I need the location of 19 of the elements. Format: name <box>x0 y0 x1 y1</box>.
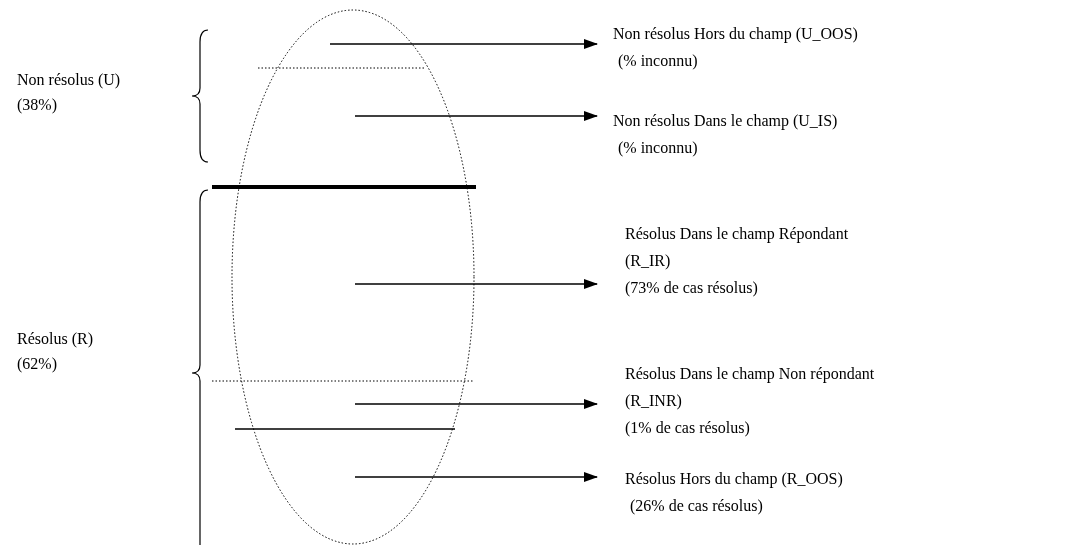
percentage-label: (1% de cas résolus) <box>625 418 751 439</box>
percentage-label: (38%) <box>17 95 57 116</box>
category-label: Non résolus Hors du champ (U_OOS) <box>613 24 859 45</box>
category-label: Résolus Dans le champ Répondant (R_IR) <box>625 224 850 272</box>
category-label: Résolus Dans le champ Non répondant (R_INR) <box>625 364 876 412</box>
category-label: Non résolus Dans le champ (U_IS) <box>613 111 839 132</box>
arrow <box>329 39 598 49</box>
group-label: Non résolus (U) <box>17 70 121 91</box>
arrow <box>354 399 598 409</box>
arrow <box>354 472 598 482</box>
arrow <box>354 111 598 121</box>
percentage-label: (62%) <box>17 354 57 375</box>
category-label: Résolus Hors du champ (R_OOS) <box>625 469 844 490</box>
percentage-label: (% inconnu) <box>617 51 699 72</box>
percentage-label: (% inconnu) <box>617 138 699 159</box>
group-label: Résolus (R) <box>17 329 93 350</box>
arrow <box>354 279 598 289</box>
percentage-label: (73% de cas résolus) <box>625 278 759 299</box>
percentage-label: (26% de cas résolus) <box>629 496 764 517</box>
